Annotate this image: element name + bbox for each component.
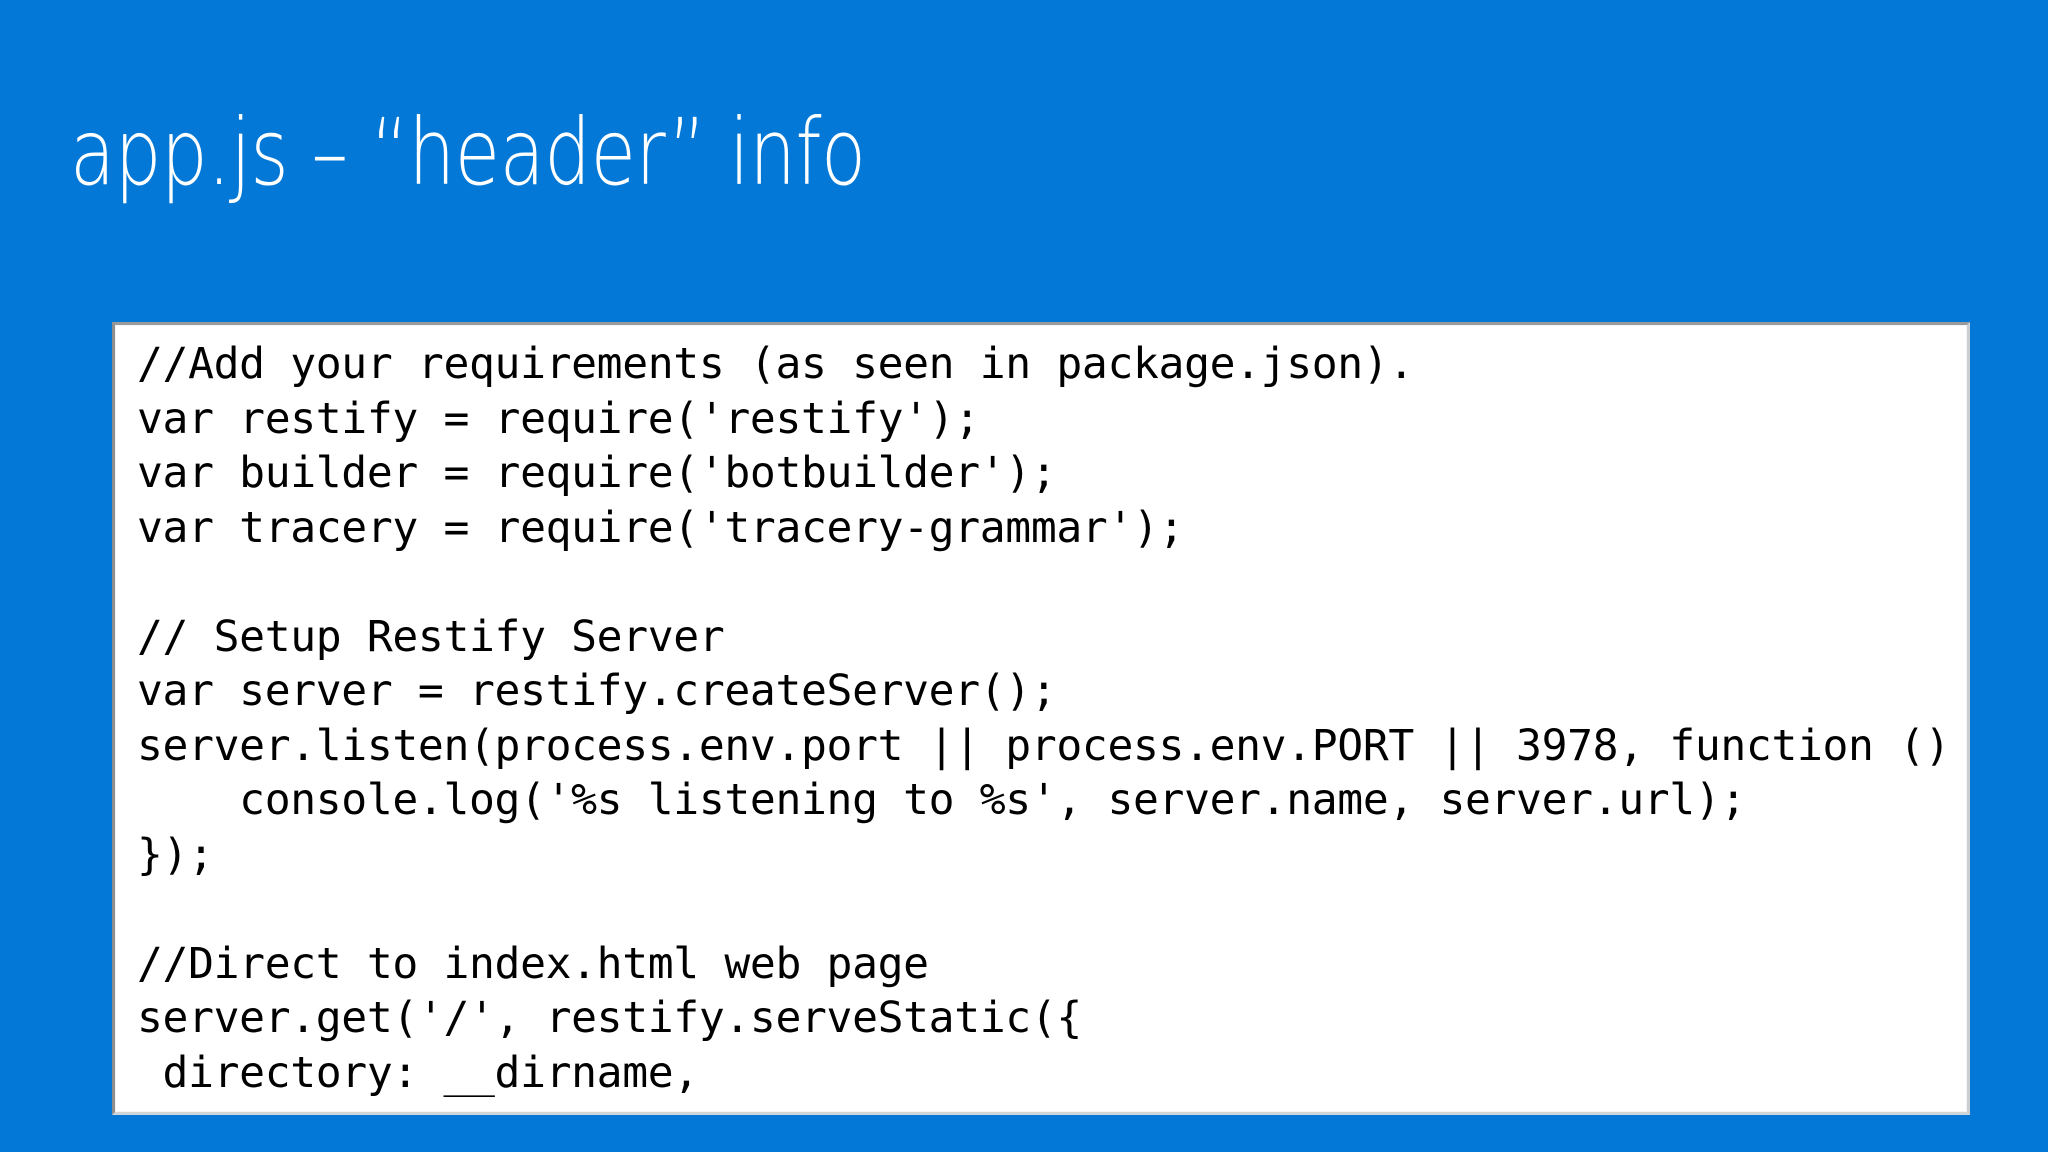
page-title: app.js – “header” info (70, 98, 866, 206)
code-block-text: //Add your requirements (as seen in pack… (137, 339, 1951, 1098)
code-scroll-region[interactable]: //Add your requirements (as seen in pack… (115, 325, 1967, 1112)
code-block-container: //Add your requirements (as seen in pack… (112, 322, 1970, 1115)
